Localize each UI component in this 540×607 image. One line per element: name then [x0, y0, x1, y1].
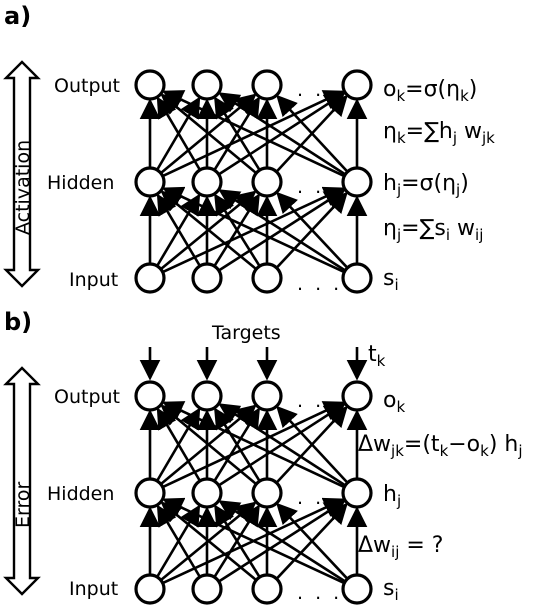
a-input-node-2	[251, 262, 283, 294]
panel-a-edges	[139, 90, 368, 274]
a-hidden-node-0	[134, 166, 166, 198]
panel-b-eq-tk: tk	[368, 342, 386, 370]
b-edge-hidden-output-3-0	[162, 401, 345, 489]
panel-b-eq-dwij: Δwij = ?	[358, 533, 444, 561]
a-hidden-node-1	[191, 166, 223, 198]
panel-a-hidden-label: Hidden	[47, 172, 114, 194]
b-output-node-2	[251, 380, 283, 412]
panel-a-eq-etaj: ηj=∑si wij	[383, 216, 483, 244]
a-hidden-node-3	[341, 166, 373, 198]
panel-b-hidden-dots: . . .	[297, 487, 342, 509]
panel-a-eq-hj: hj=σ(ηj)	[383, 171, 469, 199]
b-hidden-node-1	[191, 477, 223, 509]
activation-label: Activation	[12, 140, 34, 235]
panel-b-input-dots: . . .	[297, 582, 342, 604]
panel-a-hidden-dots: . . .	[297, 176, 342, 198]
b-hidden-node-3	[341, 477, 373, 509]
a-edge-hidden-output-3-2	[276, 94, 349, 173]
panel-a-eq-si: si	[383, 266, 399, 294]
panel-b-hidden-label: Hidden	[47, 483, 114, 505]
a-edge-hidden-output-3-1	[218, 92, 346, 176]
panel-a-output-label: Output	[54, 75, 120, 97]
b-input-node-3	[341, 573, 373, 605]
b-edge-hidden-output-3-2	[276, 405, 349, 484]
b-input-node-0	[134, 573, 166, 605]
panel-a: a) Activation Output Hidden Input . . . …	[3, 2, 495, 295]
b-edge-input-hidden-3-2	[276, 502, 349, 580]
a-edge-hidden-output-3-0	[162, 90, 345, 178]
a-input-node-1	[191, 262, 223, 294]
panel-a-eq-etak: ηk=∑hj wjk	[383, 119, 495, 147]
panel-b-eq-dwjk: Δwjk=(tk−ok) hj	[358, 432, 523, 460]
b-edge-input-hidden-3-1	[218, 500, 346, 583]
panel-b-eq-ok: ok	[383, 388, 405, 416]
panel-b-nodes	[134, 380, 373, 605]
error-double-arrow	[3, 366, 41, 596]
panel-b-eq-hj: hj	[383, 482, 401, 510]
a-hidden-node-2	[251, 166, 283, 198]
panel-b-eq-si: si	[383, 576, 399, 604]
a-input-node-0	[134, 262, 166, 294]
a-output-node-3	[341, 69, 373, 101]
panel-b: b) Error Targets Output Hidden Input . .…	[3, 308, 523, 605]
b-hidden-node-0	[134, 477, 166, 509]
a-output-node-1	[191, 69, 223, 101]
a-edge-input-hidden-3-0	[162, 186, 345, 274]
a-edge-input-hidden-3-2	[276, 191, 349, 269]
a-output-node-2	[251, 69, 283, 101]
panel-a-nodes	[134, 69, 373, 294]
error-label: Error	[12, 481, 34, 528]
a-output-node-0	[134, 69, 166, 101]
panel-a-label: a)	[4, 2, 31, 30]
panel-a-input-label: Input	[69, 269, 118, 291]
b-edge-input-hidden-3-0	[162, 497, 345, 585]
b-hidden-node-2	[251, 477, 283, 509]
panel-b-target-arrows	[139, 347, 368, 381]
targets-label: Targets	[211, 322, 281, 344]
panel-b-input-label: Input	[69, 578, 118, 600]
a-edge-input-hidden-3-1	[218, 189, 346, 272]
b-output-node-1	[191, 380, 223, 412]
panel-b-output-dots: . . .	[297, 390, 342, 412]
panel-b-output-label: Output	[54, 386, 120, 408]
b-input-node-1	[191, 573, 223, 605]
panel-a-input-dots: . . .	[297, 273, 342, 295]
b-output-node-0	[134, 380, 166, 412]
b-output-node-3	[341, 380, 373, 412]
activation-double-arrow	[3, 60, 41, 288]
panel-a-output-dots: . . .	[297, 79, 342, 101]
panel-b-label: b)	[4, 308, 32, 336]
b-input-node-2	[251, 573, 283, 605]
panel-a-eq-ok: ok=σ(ηk)	[383, 77, 477, 105]
b-edge-hidden-output-3-1	[218, 403, 346, 487]
a-input-node-3	[341, 262, 373, 294]
panel-b-edges	[139, 401, 368, 585]
